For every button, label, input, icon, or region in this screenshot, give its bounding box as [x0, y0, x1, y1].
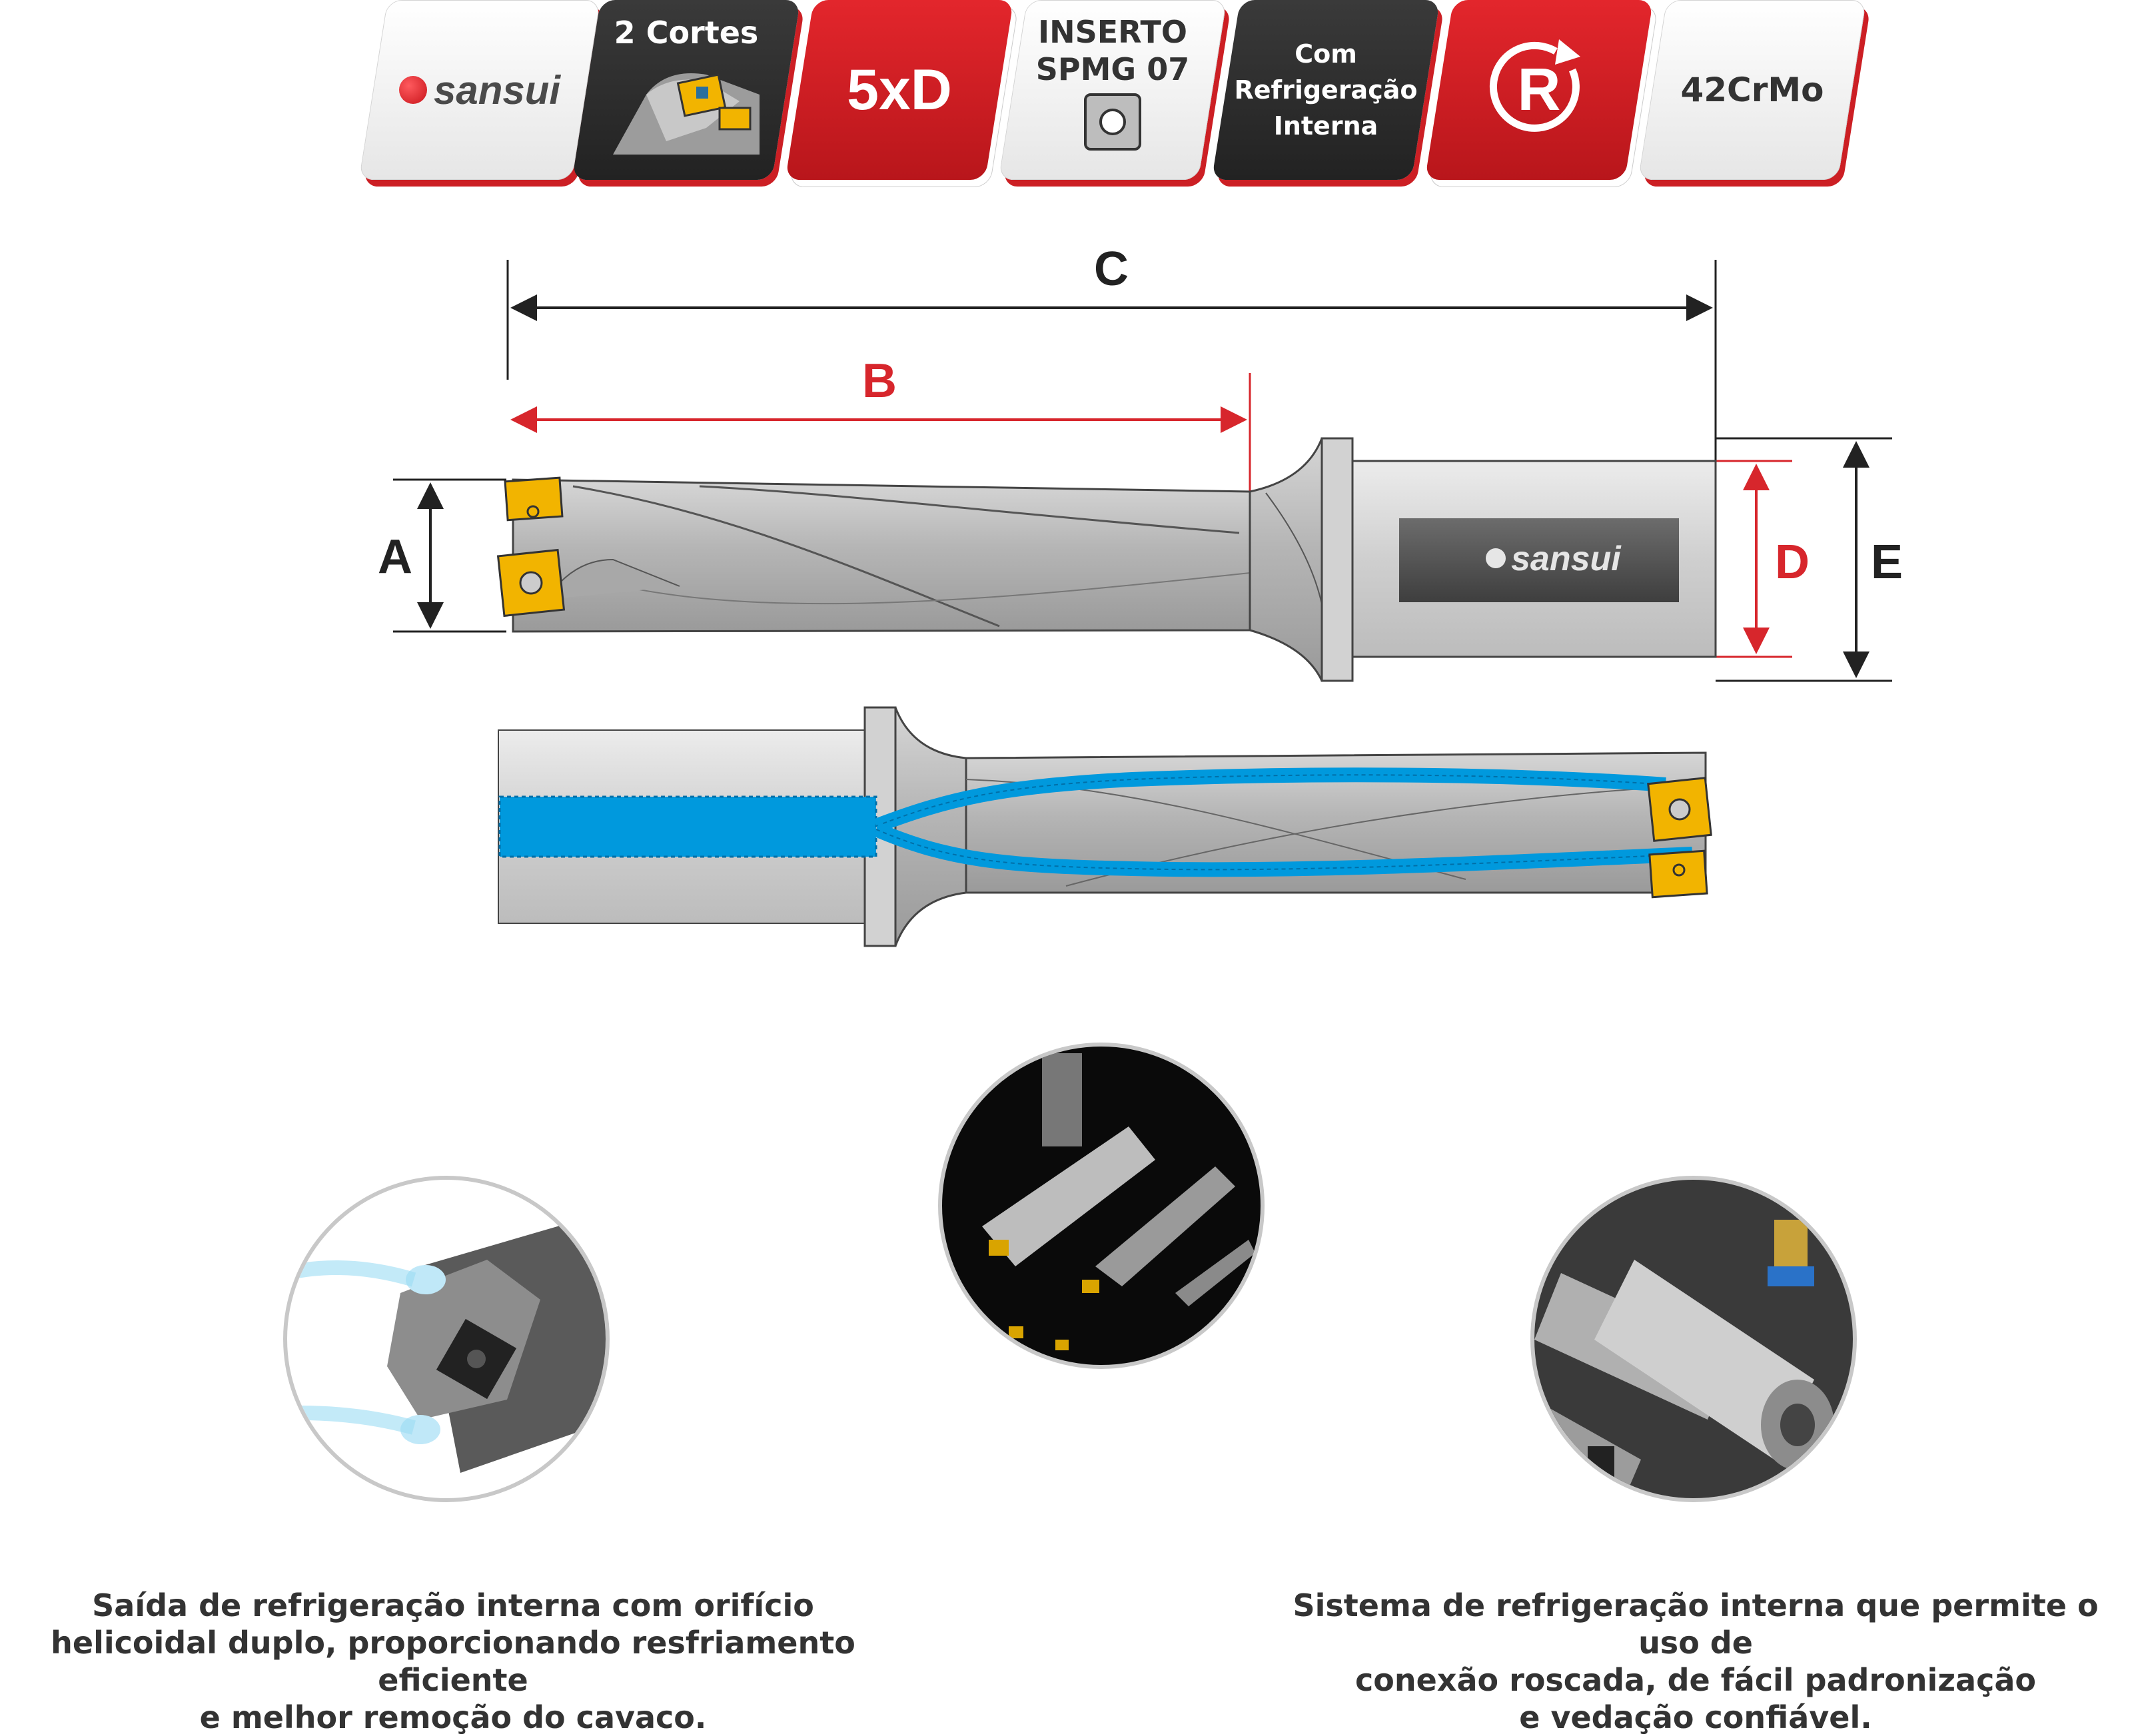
dimension-b-label: B [862, 354, 897, 408]
drill-neck [1249, 438, 1323, 681]
square-insert-icon [1084, 93, 1141, 151]
coolant-line2: Refrigeração [1234, 75, 1418, 105]
insert-line2: SPMG 07 [1035, 51, 1190, 87]
coolant-outlet-photo [283, 1176, 610, 1502]
shank-logo: sansui [1511, 540, 1622, 578]
material-badge: 42CrMo [1638, 0, 1867, 180]
cuts-label: 2 Cortes [614, 15, 759, 51]
section-insert-bottom-icon [1648, 849, 1708, 899]
ratio-label: 5xD [847, 57, 952, 122]
insert-badge: INSERTO SPMG 07 [998, 0, 1227, 180]
dimension-a-label: A [378, 530, 412, 584]
shank-flat [1399, 518, 1679, 602]
brand-badge: sansui [358, 0, 601, 180]
drill-dimension-drawing: sansui C B [378, 242, 1903, 947]
cutting-insert-icon [613, 73, 760, 155]
tool-family-photo [938, 1043, 1265, 1369]
caption-right: Sistema de refrigeração interna que perm… [1293, 1587, 2099, 1735]
ratio-badge: 5xD [785, 0, 1014, 180]
section-neck [894, 707, 967, 947]
drill-flange [1321, 437, 1354, 682]
caption-left: Saída de refrigeração interna com orifíc… [51, 1587, 855, 1735]
brand-name: sansui [433, 67, 561, 113]
coolant-channel-main [498, 795, 877, 858]
section-insert-top-icon [1647, 777, 1712, 842]
drill-body [512, 478, 1251, 633]
coolant-badge: Com Refrigeração Interna [1211, 0, 1440, 180]
regrind-badge: R [1424, 0, 1654, 180]
dimension-d-label: D [1775, 536, 1810, 589]
cuts-badge: 2 Cortes [572, 0, 801, 180]
dimension-c-label: C [1094, 242, 1129, 296]
coolant-line1: Com [1295, 39, 1357, 69]
coolant-line3: Interna [1273, 111, 1378, 141]
insert-line1: INSERTO [1037, 14, 1187, 50]
brand-logo-icon [398, 76, 427, 104]
regrind-icon: R [1486, 37, 1592, 143]
shank-logo-icon [1486, 548, 1506, 568]
insert-top-icon [504, 476, 564, 522]
regrind-letter: R [1517, 56, 1561, 123]
material-label: 42CrMo [1680, 71, 1824, 109]
threaded-connection-photo [1530, 1176, 1857, 1502]
dimension-e-label: E [1871, 536, 1903, 589]
insert-bottom-icon [496, 548, 566, 618]
